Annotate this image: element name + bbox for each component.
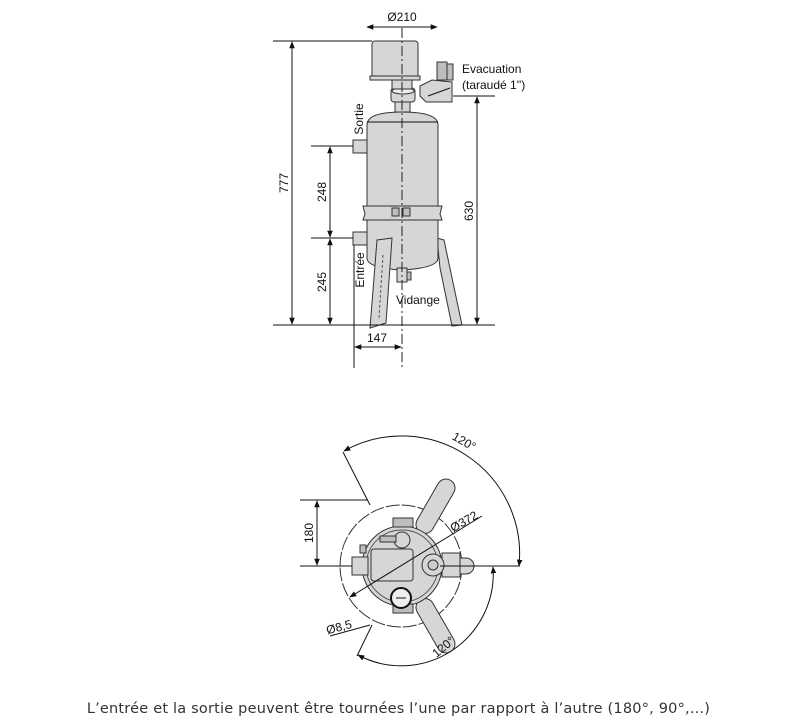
- evacuation-valve-top: [441, 552, 461, 578]
- inlet-top: [351, 556, 369, 576]
- controller-top: [370, 548, 414, 582]
- right-leg: [436, 237, 463, 327]
- side-view: Ø210 777 248 245 630 147 Evacuation (tar…: [273, 10, 525, 370]
- label-drain: Vidange: [396, 293, 440, 307]
- evacuation-valve: [419, 79, 453, 103]
- dim-leg-spacing: 180: [302, 523, 316, 543]
- caption: L’entrée et la sortie peuvent être tourn…: [86, 701, 711, 717]
- label-evacuation-thread: (taraudé 1''): [462, 78, 525, 92]
- dim-evacuation-height: 630: [462, 201, 476, 221]
- dim-height-total: 777: [277, 173, 291, 193]
- dim-inlet-offset: 147: [367, 331, 387, 345]
- label-inlet: Entrée: [353, 252, 367, 288]
- label-outlet: Sortie: [352, 103, 366, 135]
- dim-outlet-spacing: 248: [315, 182, 329, 202]
- inlet-pipe: [352, 231, 368, 246]
- dim-angle-upper: 120°: [450, 429, 479, 454]
- label-evacuation: Evacuation: [462, 62, 521, 76]
- dim-feet-diameter: Ø372: [448, 508, 481, 535]
- top-view: Ø372 180 120° 120° Ø8,5: [300, 429, 523, 667]
- dim-inlet-height: 245: [315, 272, 329, 292]
- dim-diameter-top: Ø210: [387, 10, 417, 24]
- controller-cap: [371, 40, 419, 79]
- dim-hole-diameter: Ø8,5: [325, 617, 354, 637]
- outlet-pipe: [352, 139, 368, 154]
